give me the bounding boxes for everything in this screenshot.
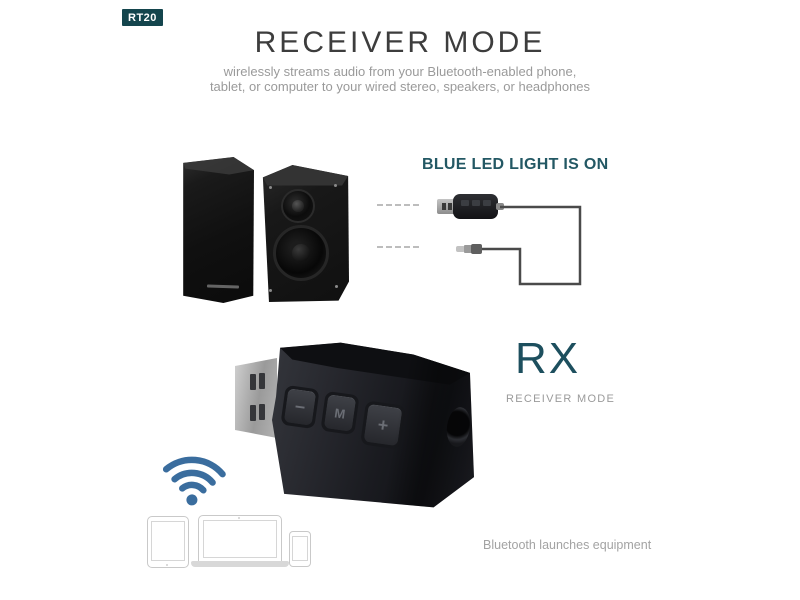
receiver-device-image: − M + bbox=[232, 340, 478, 510]
dongle-button bbox=[483, 200, 491, 206]
rx-label: RX bbox=[515, 334, 581, 383]
connector-dash-line bbox=[377, 246, 419, 248]
usb-contact bbox=[259, 373, 265, 389]
aux-jack-plug-icon bbox=[456, 244, 482, 254]
usb-contact bbox=[448, 203, 452, 210]
phone-outline-icon bbox=[289, 531, 311, 567]
usb-contact bbox=[442, 203, 446, 210]
page-title: RECEIVER MODE bbox=[254, 26, 546, 59]
dongle-button bbox=[472, 200, 480, 206]
rx-mode-label: RECEIVER MODE bbox=[506, 393, 616, 405]
usb-dongle-icon bbox=[437, 193, 504, 221]
usb-contact bbox=[259, 404, 265, 420]
screw-icon bbox=[335, 285, 338, 288]
laptop-base bbox=[191, 561, 289, 567]
dongle-button bbox=[461, 200, 469, 206]
screw-icon bbox=[334, 184, 337, 187]
speaker-left-image bbox=[183, 157, 254, 303]
connector-dash-line bbox=[377, 204, 419, 206]
usb-contact bbox=[250, 405, 256, 421]
phone-screen bbox=[292, 536, 308, 561]
screw-icon bbox=[269, 186, 272, 189]
device-body: − M + bbox=[272, 342, 474, 508]
cable-strain-relief bbox=[496, 203, 504, 210]
subtitle-line-2: tablet, or computer to your wired stereo… bbox=[209, 78, 591, 94]
tablet-outline-icon bbox=[147, 516, 189, 568]
subtitle-line-1: wirelessly streams audio from your Bluet… bbox=[223, 64, 577, 79]
screw-icon bbox=[269, 289, 272, 292]
tweeter-dome bbox=[292, 200, 304, 212]
woofer-cap bbox=[292, 244, 310, 262]
led-status-label: BLUE LED LIGHT IS ON bbox=[422, 156, 609, 173]
tablet-screen bbox=[151, 521, 185, 561]
speaker-brand-strip bbox=[206, 284, 240, 289]
camera-dot bbox=[238, 517, 240, 519]
usb-contact bbox=[250, 374, 256, 390]
device-shading bbox=[272, 342, 474, 508]
tweeter-icon bbox=[281, 189, 315, 223]
bluetooth-caption: Bluetooth launches equipment bbox=[483, 538, 652, 552]
page-subtitle: wirelessly streams audio from your Bluet… bbox=[0, 64, 800, 94]
dongle-body bbox=[453, 194, 498, 219]
woofer-icon bbox=[273, 225, 329, 281]
home-button-dot bbox=[166, 564, 168, 566]
speaker-right-image bbox=[262, 165, 349, 302]
usb-plug-icon bbox=[437, 199, 455, 214]
laptop-screen bbox=[203, 520, 277, 558]
wifi-signal-icon bbox=[162, 456, 226, 506]
laptop-outline-icon bbox=[198, 515, 282, 562]
speaker-top-face bbox=[183, 157, 254, 175]
model-badge: RT20 bbox=[122, 9, 163, 26]
usb-connector-icon bbox=[235, 358, 277, 438]
